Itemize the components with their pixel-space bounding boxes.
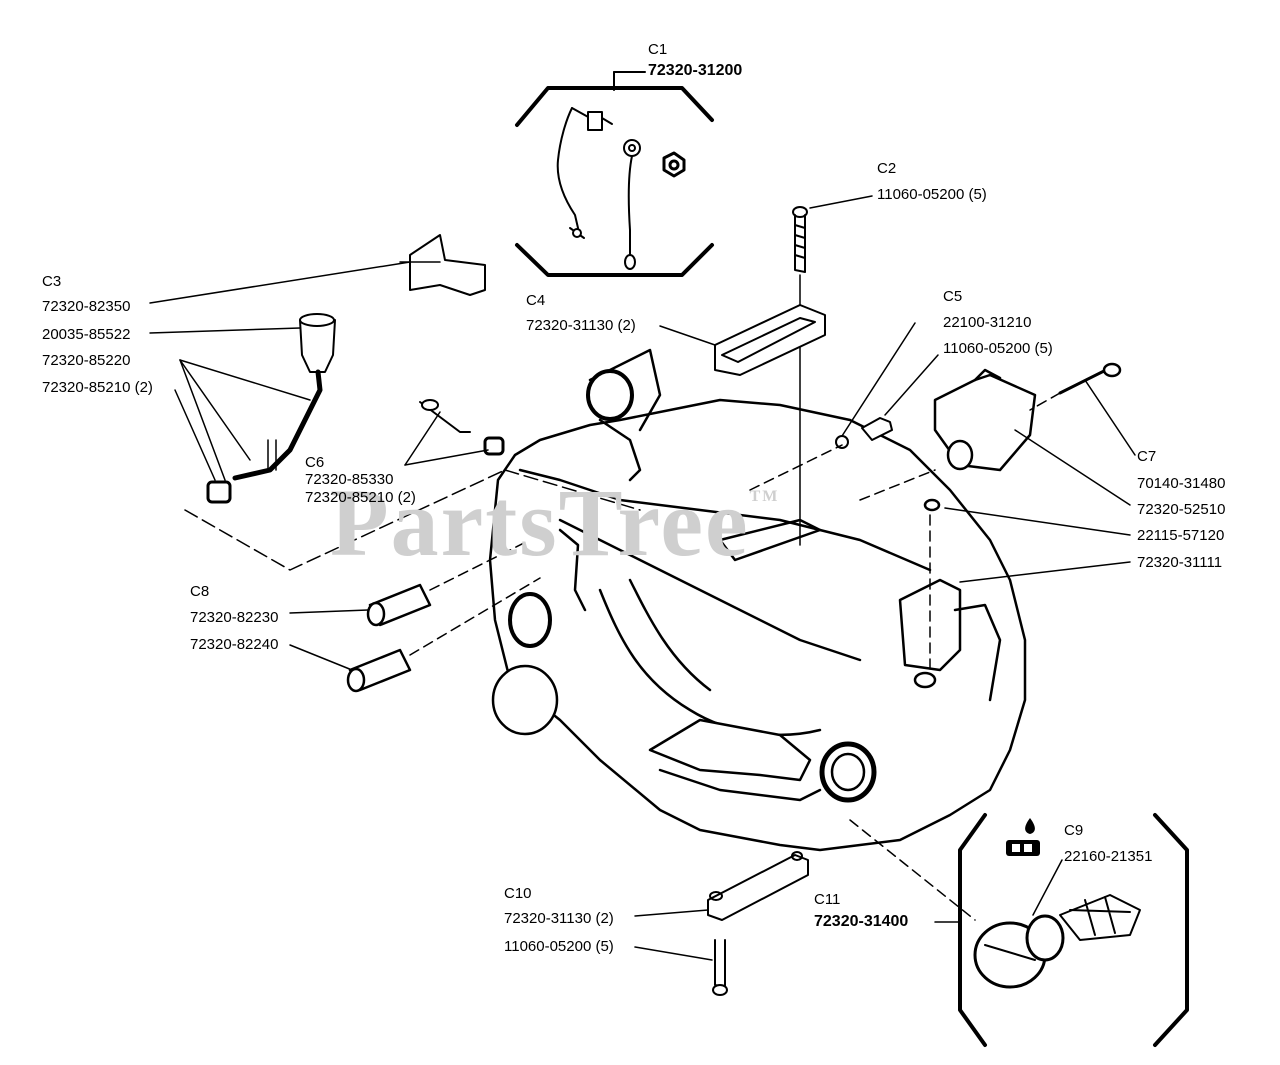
c8-part-number: 72320-82240 <box>190 636 279 653</box>
c3-ref: C3 <box>42 273 62 290</box>
c5-bolt <box>749 322 939 491</box>
c10-part-number: 72320-31130 (2) <box>504 910 614 927</box>
c7-ref: C7 <box>1137 448 1157 465</box>
c3-part-number: 72320-82350 <box>42 298 131 315</box>
c5-part-number: 22100-31210 <box>943 314 1032 331</box>
c4-guide-plate <box>659 304 826 376</box>
nut-part <box>662 151 686 178</box>
c3-leaders <box>174 359 311 481</box>
oil-line-dashes <box>184 469 641 571</box>
c3-part-number: 72320-85220 <box>42 352 131 369</box>
c7-part-number: 70140-31480 <box>1137 475 1226 492</box>
c10-ref: C10 <box>504 885 532 902</box>
c11-bracket <box>958 813 1189 1047</box>
c8-part-number: 72320-82230 <box>190 609 279 626</box>
oil-cap-part <box>849 819 1141 989</box>
c6-part-number: 72320-85210 (2) <box>305 489 416 506</box>
c1-bracket <box>515 86 714 277</box>
c11-part-number: 72320-31400 <box>814 913 909 930</box>
c9-ref: C9 <box>1064 822 1084 839</box>
c3-part-number: 20035-85522 <box>42 326 131 343</box>
small-filter-part <box>206 480 232 504</box>
c2-ref: C2 <box>877 160 897 177</box>
c9-part-number: 22160-21351 <box>1064 848 1153 865</box>
c1-leader <box>613 71 646 91</box>
oil-filter-part <box>149 313 336 481</box>
crankcase-body <box>488 348 1027 852</box>
c4-ref: C4 <box>526 292 546 309</box>
c2-part-number: 11060-05200 (5) <box>877 186 987 203</box>
c8-plugs <box>289 539 541 693</box>
ground-wire-part <box>623 139 641 270</box>
c1-part-number: 72320-31200 <box>648 62 743 79</box>
watermark: PartsTreeTM <box>330 469 780 576</box>
c11-ref: C11 <box>814 891 841 908</box>
c3-part-number: 72320-85210 (2) <box>42 379 153 396</box>
c7-part-number: 72320-52510 <box>1137 501 1226 518</box>
c5-part-number: 11060-05200 (5) <box>943 340 1053 357</box>
oil-drop-icon <box>1006 818 1040 856</box>
c7-part-number: 22115-57120 <box>1137 527 1225 544</box>
c4-part-number: 72320-31130 (2) <box>526 317 636 334</box>
c1-ref: C1 <box>648 41 668 58</box>
c7-part-number: 72320-31111 <box>1137 554 1223 571</box>
c6-parts <box>404 399 505 466</box>
c7-adjuster <box>859 362 1136 676</box>
c8-ref: C8 <box>190 583 210 600</box>
ignition-wire-part <box>556 107 613 239</box>
c10-part-number: 11060-05200 (5) <box>504 938 614 955</box>
c6-part-number: 72320-85330 <box>305 471 394 488</box>
c3-bracket-part <box>149 234 486 304</box>
c6-ref: C6 <box>305 454 325 471</box>
c5-ref: C5 <box>943 288 963 305</box>
c10-plate <box>634 851 809 996</box>
